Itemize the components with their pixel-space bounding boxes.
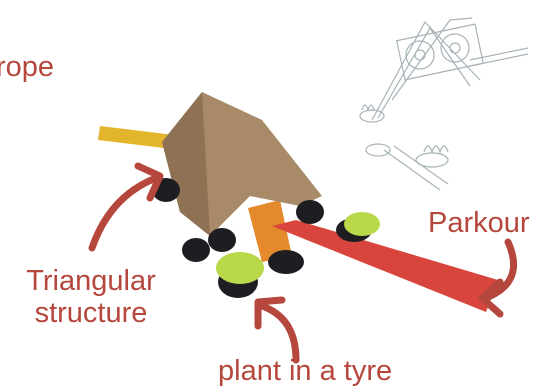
label-plant-in-tyre: plant in a tyre	[218, 356, 392, 388]
label-triangular-structure: Triangular structure	[10, 266, 172, 330]
label-triangular-line2: structure	[10, 298, 172, 330]
pencil-sketch	[360, 18, 528, 190]
label-rope: rope	[0, 52, 54, 84]
arrow-to-plant	[262, 306, 296, 360]
label-triangular-line1: Triangular	[10, 266, 172, 298]
label-parkour: Parkour	[428, 208, 530, 240]
arrow-to-triangle	[92, 178, 156, 248]
